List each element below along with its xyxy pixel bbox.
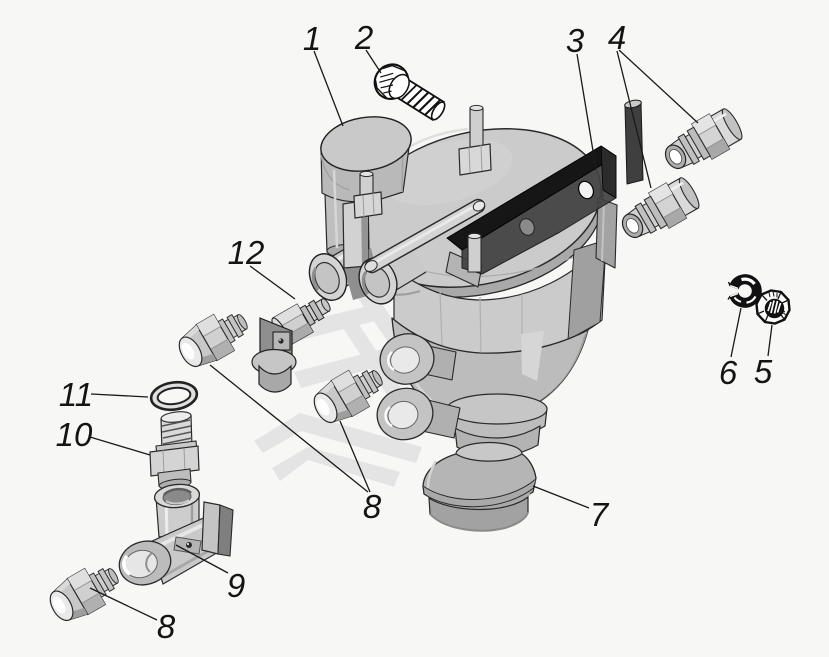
bowl-ports	[376, 333, 461, 441]
callout-7: 7	[590, 496, 610, 533]
part-tee-fitting	[118, 483, 234, 586]
part-flare-fitting-a	[171, 301, 256, 375]
callout-4: 4	[608, 19, 626, 56]
part-flare-fitting-c	[42, 555, 127, 629]
part-hex-nut	[755, 289, 791, 325]
leader-12	[249, 265, 296, 300]
mid-body	[393, 239, 607, 357]
leader-4b	[616, 50, 652, 189]
part-nipple	[149, 411, 200, 490]
part-o-ring	[149, 380, 199, 412]
callout-numbers: 1 2 3 4 5 6 7 8 8 9 10 11 12	[56, 19, 773, 645]
callout-10: 10	[56, 416, 93, 453]
callout-5: 5	[754, 353, 773, 390]
leader-8c	[89, 587, 158, 621]
part-bolt	[373, 63, 446, 121]
callout-9: 9	[227, 567, 245, 604]
leader-3	[576, 53, 597, 170]
callout-3: 3	[566, 22, 585, 59]
callout-6: 6	[719, 354, 738, 391]
callout-12: 12	[228, 234, 265, 271]
callout-8: 8	[363, 488, 382, 525]
leader-6	[730, 307, 742, 358]
leader-10	[89, 436, 151, 456]
part-boot	[422, 441, 537, 532]
leader-5	[767, 324, 773, 357]
leader-1	[313, 50, 344, 127]
part-lock-washer	[727, 274, 762, 308]
callout-2: 2	[354, 19, 373, 56]
leader-9	[175, 544, 229, 574]
callout-8b: 8	[157, 608, 176, 645]
leader-8b	[339, 420, 371, 493]
leader-8a	[209, 364, 369, 493]
valve-body-assembly	[308, 99, 644, 532]
callout-1: 1	[303, 20, 321, 57]
leader-lines	[89, 49, 773, 621]
leader-2	[365, 49, 382, 74]
dome-stud	[458, 104, 492, 176]
part-bracket-plate	[445, 99, 644, 288]
leader-11	[90, 393, 149, 398]
leader-4a	[618, 49, 699, 124]
callout-11: 11	[59, 376, 93, 413]
part-union-fitting-upper	[656, 102, 749, 181]
part-elbow-fitting	[251, 298, 331, 393]
front-stud	[467, 232, 482, 273]
leader-7	[532, 485, 590, 509]
rod-handle	[364, 198, 486, 274]
